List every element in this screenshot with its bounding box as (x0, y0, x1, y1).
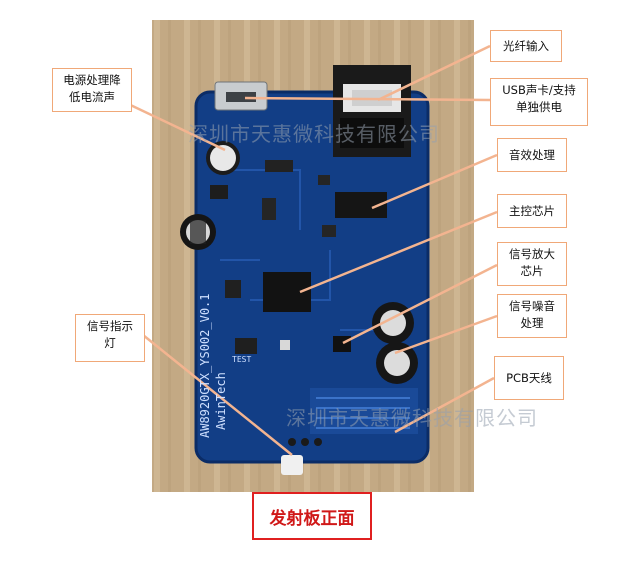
callout-antenna-text: PCB天线 (506, 371, 552, 385)
callout-main-chip: 主控芯片 (497, 194, 567, 228)
callout-usb-line1: USB声卡/支持 (502, 83, 576, 97)
board-title-text: 发射板正面 (269, 508, 355, 529)
callout-amp: 信号放大 芯片 (497, 242, 567, 286)
callout-indicator-line2: 灯 (104, 336, 116, 350)
pcb-board (196, 92, 428, 462)
callout-main-chip-text: 主控芯片 (509, 204, 555, 218)
callout-antenna: PCB天线 (494, 356, 564, 400)
watermark-top: 深圳市天惠微科技有限公司 (188, 122, 440, 146)
arrow-usb (244, 96, 491, 102)
callout-usb: USB声卡/支持 单独供电 (490, 78, 588, 126)
pcb-antenna (310, 388, 418, 434)
callout-indicator: 信号指示 灯 (75, 314, 145, 362)
callout-amp-line1: 信号放大 (509, 247, 555, 261)
callout-noise: 信号噪音 处理 (497, 294, 567, 338)
callout-optical-text: 光纤输入 (503, 39, 549, 53)
callout-effects-text: 音效处理 (509, 148, 555, 162)
board-title: 发射板正面 (252, 492, 372, 540)
board-model-silkscreen: AW8920GTX_YS002_V0.1 (198, 293, 212, 439)
arrow-amp (342, 263, 498, 345)
watermark-bottom: 深圳市天惠微科技有限公司 (286, 406, 538, 430)
callout-amp-line2: 芯片 (520, 264, 544, 278)
arrow-noise (394, 314, 498, 355)
arrow-power (119, 98, 226, 152)
arrow-main (299, 210, 498, 294)
arrow-effects (371, 153, 498, 210)
callout-indicator-line1: 信号指示 (87, 319, 133, 333)
callout-noise-line2: 处理 (520, 316, 544, 330)
main-chip (263, 272, 311, 312)
indicator-led (281, 455, 303, 475)
board-test-silkscreen: TEST (232, 355, 252, 364)
callout-power-line1: 电源处理降 (63, 73, 121, 87)
callout-noise-line1: 信号噪音 (509, 299, 555, 313)
callout-optical: 光纤输入 (490, 30, 562, 62)
arrow-indicator (142, 334, 293, 456)
callout-power-line2: 低电流声 (69, 90, 115, 104)
callout-effects: 音效处理 (497, 138, 567, 172)
board-brand-silkscreen: AwinTech (214, 372, 228, 430)
callout-power: 电源处理降 低电流声 (52, 68, 132, 112)
callout-usb-line2: 单独供电 (516, 100, 562, 114)
arrow-antenna (394, 376, 495, 434)
amp-chip (333, 336, 351, 352)
arrow-optical (377, 44, 491, 102)
